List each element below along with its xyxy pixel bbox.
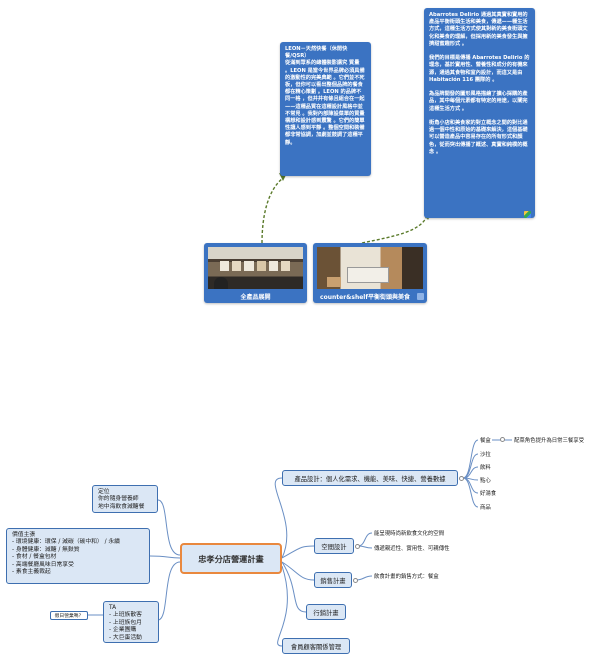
- product-item-salad[interactable]: 沙拉: [480, 452, 491, 458]
- display-counter: [347, 267, 389, 283]
- abarrotes-image-card[interactable]: counter&shelf平衡街頭與美食: [313, 243, 427, 303]
- topic-value-proposition[interactable]: 價值主張 - 環境健康：環保 / 減碳（碳中和） / 永續 - 身體健康：減醣 …: [6, 528, 150, 584]
- collapse-toggle-product[interactable]: [459, 476, 464, 481]
- topic-positioning[interactable]: 定位 你的隨身營養師 地中海飲食減醣餐: [92, 485, 158, 513]
- collapse-toggle-space[interactable]: [355, 544, 360, 549]
- abarrotes-image-caption: counter&shelf平衡街頭與美食: [320, 294, 410, 301]
- ta-question[interactable]: 假日營業嗎？: [50, 611, 88, 620]
- topic-crm[interactable]: 會員顧客關係管理: [282, 638, 350, 654]
- edge-central-position: [157, 499, 181, 556]
- leon-image-card[interactable]: 全產品展開: [204, 243, 307, 303]
- product-item-bento[interactable]: 餐盒: [480, 438, 491, 444]
- product-item-soup[interactable]: 好湯食: [480, 491, 497, 497]
- collapse-toggle-sales[interactable]: [353, 578, 358, 583]
- leon-note: LEON－天然快餐（休閒快餐/QSR） 從滿到眾系的總體裝影講究 質量 。LEO…: [280, 42, 371, 176]
- space-item-modern[interactable]: 能呈現時尚新飲食文化的空間: [374, 531, 445, 537]
- abarrotes-store-photo: [317, 247, 423, 289]
- collapse-toggle-bento[interactable]: [500, 437, 505, 442]
- bread-basket: [327, 277, 341, 287]
- space-item-approachable[interactable]: 傳遞親近性、實用性、可親傳性: [374, 546, 450, 552]
- google-drive-icon: [524, 211, 531, 218]
- topic-target-audience[interactable]: TA - 上班族散客 - 上班族包月 - 企業團購 - 大巨蛋活動: [103, 601, 159, 643]
- link-leon-note: [261, 177, 284, 244]
- product-item-goods[interactable]: 商品: [480, 505, 491, 511]
- central-topic[interactable]: 忠孝分店營運計畫: [180, 543, 282, 574]
- edge-central-marketing: [281, 561, 307, 613]
- topic-space-design[interactable]: 空間設計: [314, 538, 354, 554]
- product-item-snack[interactable]: 點心: [480, 478, 491, 484]
- edge-product-items: [462, 439, 479, 508]
- link-badge-icon[interactable]: [417, 293, 424, 300]
- leon-image-caption: 全產品展開: [240, 294, 271, 301]
- topic-sales-plan[interactable]: 銷售計畫: [314, 572, 352, 588]
- topic-marketing-plan[interactable]: 行銷計畫: [306, 604, 346, 620]
- abarrotes-note: Abarrotes Delirio 通過其真實和實用的產品平衡街頭生活和美食，傳…: [424, 8, 535, 218]
- product-item-drink[interactable]: 飲料: [480, 465, 491, 471]
- edge-central-crm: [277, 565, 288, 647]
- edge-central-values: [149, 555, 181, 559]
- topic-product-design[interactable]: 產品設計：個人化需求、機能、美味、快捷、營養數據: [282, 470, 458, 486]
- edge-central-sales: [281, 561, 315, 581]
- product-note[interactable]: 配菜角色提升為日常三餐享受: [514, 438, 585, 444]
- leon-store-photo: [208, 247, 303, 289]
- edge-central-space: [281, 545, 315, 559]
- edge-sales-item: [355, 575, 373, 581]
- link-abarrotes-note: [361, 215, 428, 244]
- sales-item-bento[interactable]: 飲食計畫的銷售方式：餐盒: [374, 574, 439, 580]
- edge-central-product: [274, 477, 288, 559]
- edge-central-ta: [157, 561, 181, 621]
- menu-board: [220, 261, 291, 271]
- edge-space-items: [357, 532, 373, 549]
- person-silhouette: [214, 277, 228, 289]
